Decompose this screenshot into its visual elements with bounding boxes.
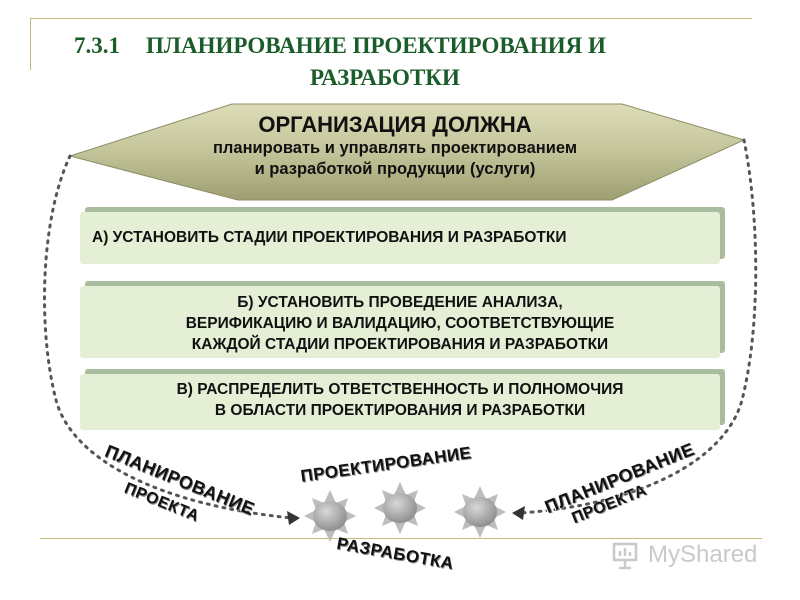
step-b-line-3: КАЖДОЙ СТАДИИ ПРОЕКТИРОВАНИЯ И РАЗРАБОТК… xyxy=(191,336,609,353)
dotted-loop-left xyxy=(43,154,294,520)
frame-bottom-line xyxy=(40,538,762,539)
organization-line-1: планировать и управлять проектированием xyxy=(212,139,578,157)
step-a-line-1: А) УСТАНОВИТЬ СТАДИИ ПРОЕКТИРОВАНИЯ И РА… xyxy=(92,229,567,246)
arrow-head-left xyxy=(287,511,300,525)
gear-icon-center xyxy=(374,482,426,534)
gear-icon-right xyxy=(454,486,506,538)
step-c-line-2: В ОБЛАСТИ ПРОЕКТИРОВАНИЯ И РАЗРАБОТКИ xyxy=(214,402,586,419)
step-b-line-1: Б) УСТАНОВИТЬ ПРОВЕДЕНИЕ АНАЛИЗА, xyxy=(237,294,563,311)
slide-title: 7.3.1 ПЛАНИРОВАНИЕ ПРОЕКТИРОВАНИЯ И РАЗРА… xyxy=(74,30,754,94)
organization-block: ОРГАНИЗАЦИЯ ДОЛЖНА планировать и управля… xyxy=(110,112,680,180)
step-c-line-1: В) РАСПРЕДЕЛИТЬ ОТВЕТСТВЕННОСТЬ И ПОЛНОМ… xyxy=(176,381,624,398)
title-line-2: РАЗРАБОТКИ xyxy=(310,65,460,90)
step-box-c: В) РАСПРЕДЕЛИТЬ ОТВЕТСТВЕННОСТЬ И ПОЛНОМ… xyxy=(80,374,720,430)
watermark-text: MyShared xyxy=(648,541,758,568)
dotted-loop-right xyxy=(518,138,758,515)
step-box-b: Б) УСТАНОВИТЬ ПРОВЕДЕНИЕ АНАЛИЗА, ВЕРИФИ… xyxy=(80,286,720,358)
frame-top-line xyxy=(30,18,752,19)
frame-left-line xyxy=(30,18,31,70)
step-b-line-2: ВЕРИФИКАЦИЮ И ВАЛИДАЦИЮ, СООТВЕТСТВУЮЩИЕ xyxy=(185,315,615,332)
section-number: 7.3.1 xyxy=(74,33,120,58)
gear-icon-left xyxy=(304,490,356,542)
title-line-1: ПЛАНИРОВАНИЕ ПРОЕКТИРОВАНИЯ И xyxy=(146,33,606,58)
watermark: MyShared xyxy=(610,540,780,570)
organization-heading: ОРГАНИЗАЦИЯ ДОЛЖНА xyxy=(258,112,532,137)
step-box-a: А) УСТАНОВИТЬ СТАДИИ ПРОЕКТИРОВАНИЯ И РА… xyxy=(80,212,720,264)
arrow-head-right xyxy=(512,506,525,520)
organization-line-2: и разработкой продукции (услуги) xyxy=(254,160,536,178)
watermark-logo-icon xyxy=(612,542,638,570)
